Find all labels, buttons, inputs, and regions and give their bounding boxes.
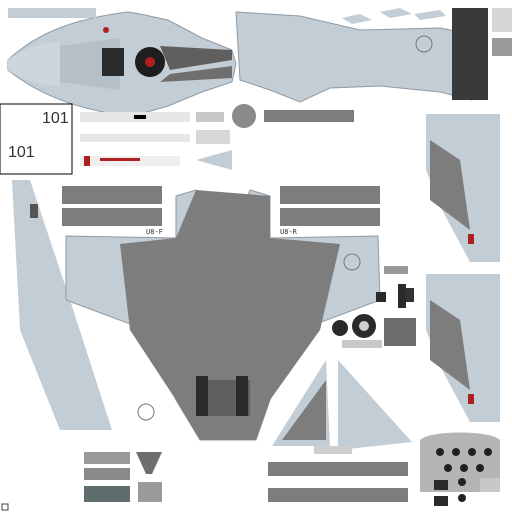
number-plate bbox=[0, 103, 73, 175]
tail-dark-block bbox=[452, 8, 488, 100]
gauge-dial-icon bbox=[436, 448, 444, 456]
instrument-panel bbox=[420, 432, 500, 492]
gauge-dial-icon bbox=[452, 448, 460, 456]
tailplane-right bbox=[338, 360, 412, 450]
bottom-panel-left-2 bbox=[84, 468, 130, 480]
dorsal-dark-strip bbox=[160, 46, 232, 70]
panel-block-small bbox=[434, 496, 448, 506]
grey-swatch bbox=[492, 8, 512, 32]
pylon-code-left: U8-F bbox=[146, 228, 163, 236]
gauge-dial-icon bbox=[484, 448, 492, 456]
pylon-panel-left-1 bbox=[62, 186, 162, 204]
gauge-dial-icon bbox=[476, 464, 484, 472]
pylon-block-a bbox=[196, 112, 224, 122]
gauge-dial-icon bbox=[460, 464, 468, 472]
strut-dark-2 bbox=[398, 284, 406, 308]
engine-nozzle-right bbox=[236, 376, 248, 416]
star-roundel-icon bbox=[137, 403, 155, 421]
nozzle-center bbox=[145, 57, 155, 67]
pylon-panel-right-2 bbox=[280, 208, 380, 226]
nose-cone bbox=[8, 42, 60, 86]
board-number-large: 101 bbox=[42, 110, 69, 127]
top-left-bar bbox=[8, 8, 96, 18]
bottom-strip-2 bbox=[268, 488, 408, 502]
panel-swatch bbox=[480, 478, 500, 492]
left-fuselage-side bbox=[12, 180, 112, 430]
pylon-panel-right-1 bbox=[280, 186, 380, 204]
dark-panel bbox=[102, 48, 124, 76]
pylon-panel-left-2 bbox=[62, 208, 162, 226]
wheel-hub bbox=[359, 321, 369, 331]
missile-stripe bbox=[100, 158, 140, 161]
star-roundel-icon bbox=[415, 35, 433, 53]
grey-strip bbox=[264, 110, 354, 122]
gauge-dial-icon bbox=[458, 478, 466, 486]
bottom-panel-left-1 bbox=[84, 452, 130, 464]
strut-dark-3 bbox=[406, 288, 414, 302]
grey-swatch-2 bbox=[492, 38, 512, 56]
tailplane-left-shade bbox=[282, 380, 326, 440]
hatch-block bbox=[384, 318, 416, 346]
engine-nozzle-left bbox=[196, 376, 208, 416]
missile-band bbox=[134, 115, 146, 119]
center-body-dark bbox=[120, 190, 340, 440]
panel-block bbox=[434, 480, 448, 490]
gauge-dial-icon bbox=[444, 464, 452, 472]
board-number-small: 101 bbox=[8, 144, 35, 161]
corner-marker bbox=[1, 503, 9, 511]
strut-dark-1 bbox=[376, 292, 386, 302]
tricolor-flag-icon bbox=[468, 234, 474, 244]
tail-shade-lower bbox=[430, 300, 470, 390]
pylon-block-b bbox=[196, 130, 230, 144]
star-roundel-icon bbox=[103, 27, 109, 33]
dorsal-dark-strip-lower bbox=[160, 66, 232, 82]
gauge-dial-icon bbox=[468, 448, 476, 456]
bottom-square bbox=[138, 482, 162, 502]
bottom-panel-left-3 bbox=[84, 486, 130, 502]
gauge-dial-icon bbox=[458, 494, 466, 502]
tail-shade-upper bbox=[430, 140, 470, 230]
fuselage-right-part bbox=[235, 11, 473, 103]
bottom-wedge bbox=[136, 452, 162, 474]
pylon-code-right: U8-R bbox=[280, 228, 297, 236]
star-roundel-icon bbox=[343, 253, 361, 271]
missile-fin bbox=[196, 150, 232, 170]
missile-tip bbox=[84, 156, 90, 166]
gear-door bbox=[342, 340, 382, 348]
bottom-strip-1 bbox=[268, 462, 408, 476]
side-dark-mark bbox=[30, 204, 38, 218]
missile-body-2 bbox=[80, 134, 190, 142]
tricolor-flag-icon bbox=[468, 394, 474, 404]
tail-edge-strip bbox=[314, 446, 352, 454]
grille-icon bbox=[232, 104, 256, 128]
top-strip-parts bbox=[342, 8, 446, 24]
vent-grille bbox=[384, 266, 408, 274]
landing-wheel-icon bbox=[332, 320, 348, 336]
